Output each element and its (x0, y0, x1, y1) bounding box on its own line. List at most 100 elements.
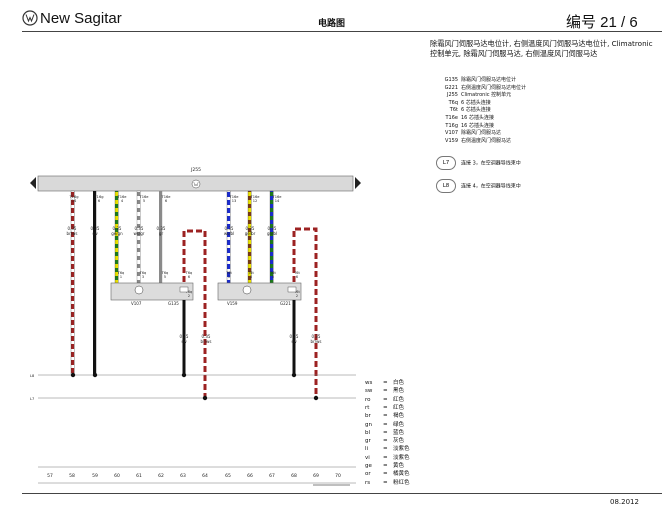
pin-label: T16g (68, 195, 78, 199)
wire-color: sw (92, 231, 98, 236)
wire-ge-br (247, 190, 252, 284)
wire-size: 0.35 (113, 226, 122, 231)
right-arrow-icon (355, 177, 361, 189)
wire-br-ws-loop (292, 227, 318, 398)
motor-V159 (217, 282, 302, 301)
bus-label: L8 (30, 374, 35, 378)
motor-pin: T6t (225, 271, 232, 275)
wire-sw (93, 191, 97, 374)
wire-size: 0.35 (135, 226, 144, 231)
junction-dot (70, 372, 76, 378)
motor-pin: 1 (120, 275, 122, 279)
pin-label: T16e (117, 195, 128, 199)
column-number: 58 (69, 473, 75, 479)
pin-label: 13 (232, 199, 237, 203)
color-key-item: ws=白色 (365, 380, 405, 386)
column-number: 60 (114, 473, 120, 479)
potentiometer-label: G221 (280, 301, 291, 306)
color-key-item: sw=黑色 (365, 388, 405, 395)
potentiometer-icon (287, 286, 297, 293)
column-number: 57 (47, 473, 53, 479)
wire-gr (159, 191, 163, 283)
wire-size: 0.35 (268, 226, 277, 231)
wire-color: ge/br (245, 231, 256, 236)
column-number: 67 (269, 473, 275, 479)
column-number: 59 (92, 473, 98, 479)
motor-label: V159 (227, 301, 238, 306)
wire-color: br/ws (201, 339, 212, 344)
junction-dot (202, 395, 208, 401)
potentiometer-icon (179, 286, 189, 293)
junction-dot (92, 372, 98, 378)
pin-label: 14 (72, 199, 77, 203)
color-key-item: or=橘黄色 (365, 471, 410, 478)
color-key-item: bl=蓝色 (365, 429, 405, 436)
pin-label: T16g (93, 195, 103, 199)
wire-color: ws/gr (134, 231, 145, 236)
motor-pin: 3 (250, 275, 252, 279)
motor-pin: 2 (296, 294, 298, 298)
color-key-item: vi=淡紫色 (365, 454, 410, 461)
brand-title: New Sagitar (40, 10, 122, 27)
motor-pin: T6q (117, 271, 124, 275)
left-arrow-icon (30, 177, 36, 189)
wire-size: 0.35 (68, 226, 77, 231)
motor-pin: T6q (161, 271, 168, 275)
pin-label: 6 (165, 199, 168, 203)
color-key-item: gr=灰色 (365, 438, 405, 445)
column-number: 68 (291, 473, 297, 479)
motor-pin: 3 (142, 275, 144, 279)
wire-color: br/ws (67, 231, 78, 236)
description: 除霜风门伺服马达电位计, 右侧温度风门伺服马达电位计, Climatronic … (430, 39, 653, 58)
wire-size: 0.35 (157, 226, 166, 231)
wire-sw (182, 300, 186, 374)
motor-pin: T6q (185, 271, 192, 275)
pin-label: 12 (253, 199, 258, 203)
vw-logo-icon (22, 10, 38, 26)
motor-symbol-icon (134, 285, 144, 295)
junction-dot (291, 372, 297, 378)
footer-rule (22, 493, 662, 494)
pin-label: 14 (275, 199, 280, 203)
page-title: 电路图 (318, 19, 346, 29)
column-number: 62 (158, 473, 164, 479)
wire-size: 0.35 (202, 334, 211, 339)
pin-label: T16e (272, 195, 283, 199)
wire-color: ge/gn (111, 231, 123, 236)
control-unit-label: J255 (190, 167, 201, 173)
motor-label: V107 (131, 301, 142, 306)
color-key-item: ro=红色 (365, 396, 405, 403)
wire-sw (292, 300, 296, 374)
motor-pin: T6t (247, 271, 254, 275)
motor-pin: T6q (185, 290, 192, 294)
wire-size: 0.35 (312, 334, 321, 339)
pin-label: T16e (161, 195, 172, 199)
wire-gn-bl (269, 190, 274, 284)
wire-size: 0.35 (180, 334, 189, 339)
motor-pin: T6t (293, 290, 300, 294)
color-key-item: rt=红色 (365, 404, 405, 411)
column-number: 64 (202, 473, 208, 479)
wire-ge-gn (114, 190, 119, 284)
color-key-item: ge=黄色 (365, 463, 405, 469)
column-number: 65 (225, 473, 231, 479)
motor-pin: T6t (293, 271, 300, 275)
wire-size: 0.35 (246, 226, 255, 231)
motor-pin: 6 (296, 275, 298, 279)
wire-color: gn/bl (267, 231, 277, 236)
motor-pin: 2 (188, 294, 190, 298)
motor-pin: 5 (272, 275, 274, 279)
motor-V107 (110, 282, 194, 301)
color-key-item: gn=绿色 (365, 421, 405, 428)
wire-ws-bl (226, 190, 231, 284)
wire-ws-gr (136, 190, 141, 284)
motor-pin: T6q (139, 271, 146, 275)
column-number: 61 (136, 473, 142, 479)
